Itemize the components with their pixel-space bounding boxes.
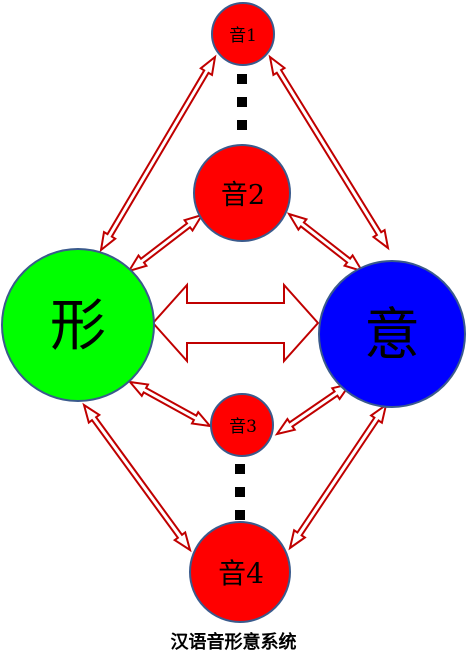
arrow-sound2-meaning <box>286 212 365 273</box>
ellipsis-dot-lower-1 <box>235 464 245 474</box>
node-meaning: 意 <box>318 260 466 408</box>
node-form: 形 <box>1 248 155 402</box>
diagram-caption: 汉语音形意系统 <box>170 632 297 653</box>
node-sound2: 音2 <box>193 144 291 242</box>
arrow-meaning-sound3 <box>274 382 353 436</box>
arrow-form-meaning <box>151 282 320 364</box>
arrow-sound2-form <box>126 213 205 273</box>
arrow-sound1-meaning <box>268 54 390 251</box>
node-meaning-label: 意 <box>364 303 420 368</box>
ellipsis-dot-lower-2 <box>235 487 245 497</box>
ellipsis-dot-upper-3 <box>237 120 247 130</box>
node-sound1: 音1 <box>211 2 275 66</box>
ellipsis-dot-lower-3 <box>235 510 245 520</box>
node-sound4: 音4 <box>189 521 291 623</box>
ellipsis-dot-upper-1 <box>237 74 247 84</box>
arrows-layer <box>82 54 390 553</box>
node-sound2-label: 音2 <box>221 180 265 211</box>
arrow-form-sound4 <box>82 402 192 553</box>
ellipsis-dot-upper-2 <box>237 97 247 107</box>
node-sound4-label: 音4 <box>218 557 264 590</box>
arrow-sound1-form <box>99 54 217 253</box>
node-form-label: 形 <box>50 294 106 359</box>
arrow-meaning-sound4 <box>288 402 388 551</box>
node-sound3-label: 音3 <box>229 417 257 437</box>
node-sound3: 音3 <box>210 393 274 457</box>
ellipsis-dots <box>235 74 247 520</box>
arrow-form-sound3 <box>127 380 213 428</box>
node-sound1-label: 音1 <box>229 26 257 46</box>
